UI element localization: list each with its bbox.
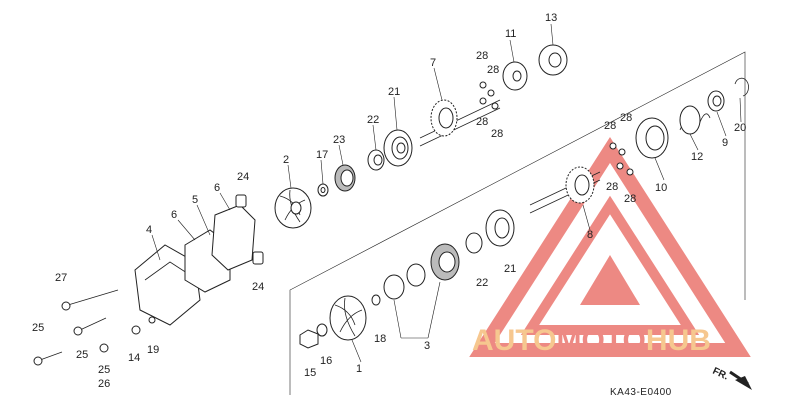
- callout-25b: 25: [76, 349, 88, 361]
- callout-25a: 25: [32, 322, 44, 334]
- callout-3: 3: [424, 340, 430, 352]
- callout-17: 17: [316, 149, 328, 161]
- callout-27: 27: [55, 272, 67, 284]
- watermark-logo: AUTOMOTOHUB: [469, 137, 751, 357]
- callout-20: 20: [734, 122, 746, 134]
- callout-10: 10: [655, 182, 667, 194]
- part-20-clip: [734, 77, 749, 97]
- part-21-lower-bearing: [485, 209, 515, 247]
- callout-8: 8: [587, 229, 593, 241]
- callout-22a: 22: [367, 114, 379, 126]
- callout-28g: 28: [606, 181, 618, 193]
- callout-24a: 24: [237, 171, 249, 183]
- callout-13: 13: [545, 12, 557, 24]
- part-16-washer: [316, 323, 328, 337]
- part-2-impeller: [274, 187, 312, 229]
- part-12-spring: [679, 105, 711, 135]
- part-8-gear-shaft: [529, 166, 601, 214]
- callout-23: 23: [333, 134, 345, 146]
- callout-7: 7: [430, 57, 436, 69]
- callout-28h: 28: [624, 193, 636, 205]
- part-13-cap: [538, 44, 568, 76]
- svg-text:AUTOMOTOHUB: AUTOMOTOHUB: [472, 324, 711, 357]
- part-22-lower-washer: [465, 232, 483, 254]
- callouts: 2 17 23 22 21 7 28 28 28 28 11 13 24 6 5…: [32, 12, 746, 390]
- watermark-part2: MOTO: [556, 324, 645, 357]
- part-7-gear-shaft: [419, 99, 501, 147]
- callout-22b: 22: [476, 277, 488, 289]
- callout-21b: 21: [504, 263, 516, 275]
- callout-28c: 28: [476, 116, 488, 128]
- callout-18: 18: [374, 333, 386, 345]
- callout-26: 26: [98, 378, 110, 390]
- callout-6a: 6: [214, 182, 220, 194]
- callout-28d: 28: [491, 128, 503, 140]
- part-23-seal: [334, 164, 356, 192]
- callout-11: 11: [505, 28, 516, 40]
- part-6-gasket: [211, 204, 256, 271]
- leader-lines: [151, 23, 742, 363]
- part-4-cover: [134, 244, 201, 326]
- callout-5: 5: [192, 194, 198, 206]
- callout-28f: 28: [620, 112, 632, 124]
- part-17-washer: [317, 183, 329, 197]
- callout-6b: 6: [171, 209, 177, 221]
- part-28-pins-upper: [479, 81, 499, 110]
- part-9-washer: [707, 90, 725, 112]
- front-direction-arrow-icon: FR.: [711, 366, 752, 390]
- part-10-housing: [635, 117, 669, 159]
- callout-24b: 24: [252, 281, 264, 293]
- part-21-upper-bearing: [383, 129, 413, 167]
- callout-1: 1: [356, 363, 362, 375]
- callout-4: 4: [146, 224, 152, 236]
- diagram-code: KA43-E0400: [610, 387, 672, 398]
- part-11-gear-plate: [502, 61, 528, 91]
- watermark-part3: HUB: [646, 324, 711, 357]
- bolts-group: [33, 289, 156, 366]
- callout-25c: 25: [98, 364, 110, 376]
- callout-12: 12: [691, 151, 703, 163]
- callout-14: 14: [128, 352, 140, 364]
- callout-21a: 21: [388, 86, 400, 98]
- part-28-pins-lower: [609, 142, 634, 176]
- part-1-impeller: [329, 295, 367, 341]
- callout-19: 19: [147, 344, 159, 356]
- callout-15: 15: [304, 367, 316, 379]
- assembly-frame: [289, 51, 746, 395]
- callout-28e: 28: [604, 120, 616, 132]
- callout-28b: 28: [487, 64, 499, 76]
- part-3-seal-set: [383, 243, 460, 300]
- callout-28a: 28: [476, 50, 488, 62]
- direction-label: FR.: [711, 366, 730, 383]
- callout-9: 9: [722, 137, 728, 149]
- callout-16: 16: [320, 355, 332, 367]
- watermark-part1: AUTO: [472, 324, 556, 357]
- part-18-washer: [371, 294, 381, 306]
- part-24-dowels: [235, 194, 264, 265]
- part-15-nut: [299, 329, 319, 349]
- callout-2: 2: [283, 154, 289, 166]
- part-22-upper-washer: [367, 149, 385, 171]
